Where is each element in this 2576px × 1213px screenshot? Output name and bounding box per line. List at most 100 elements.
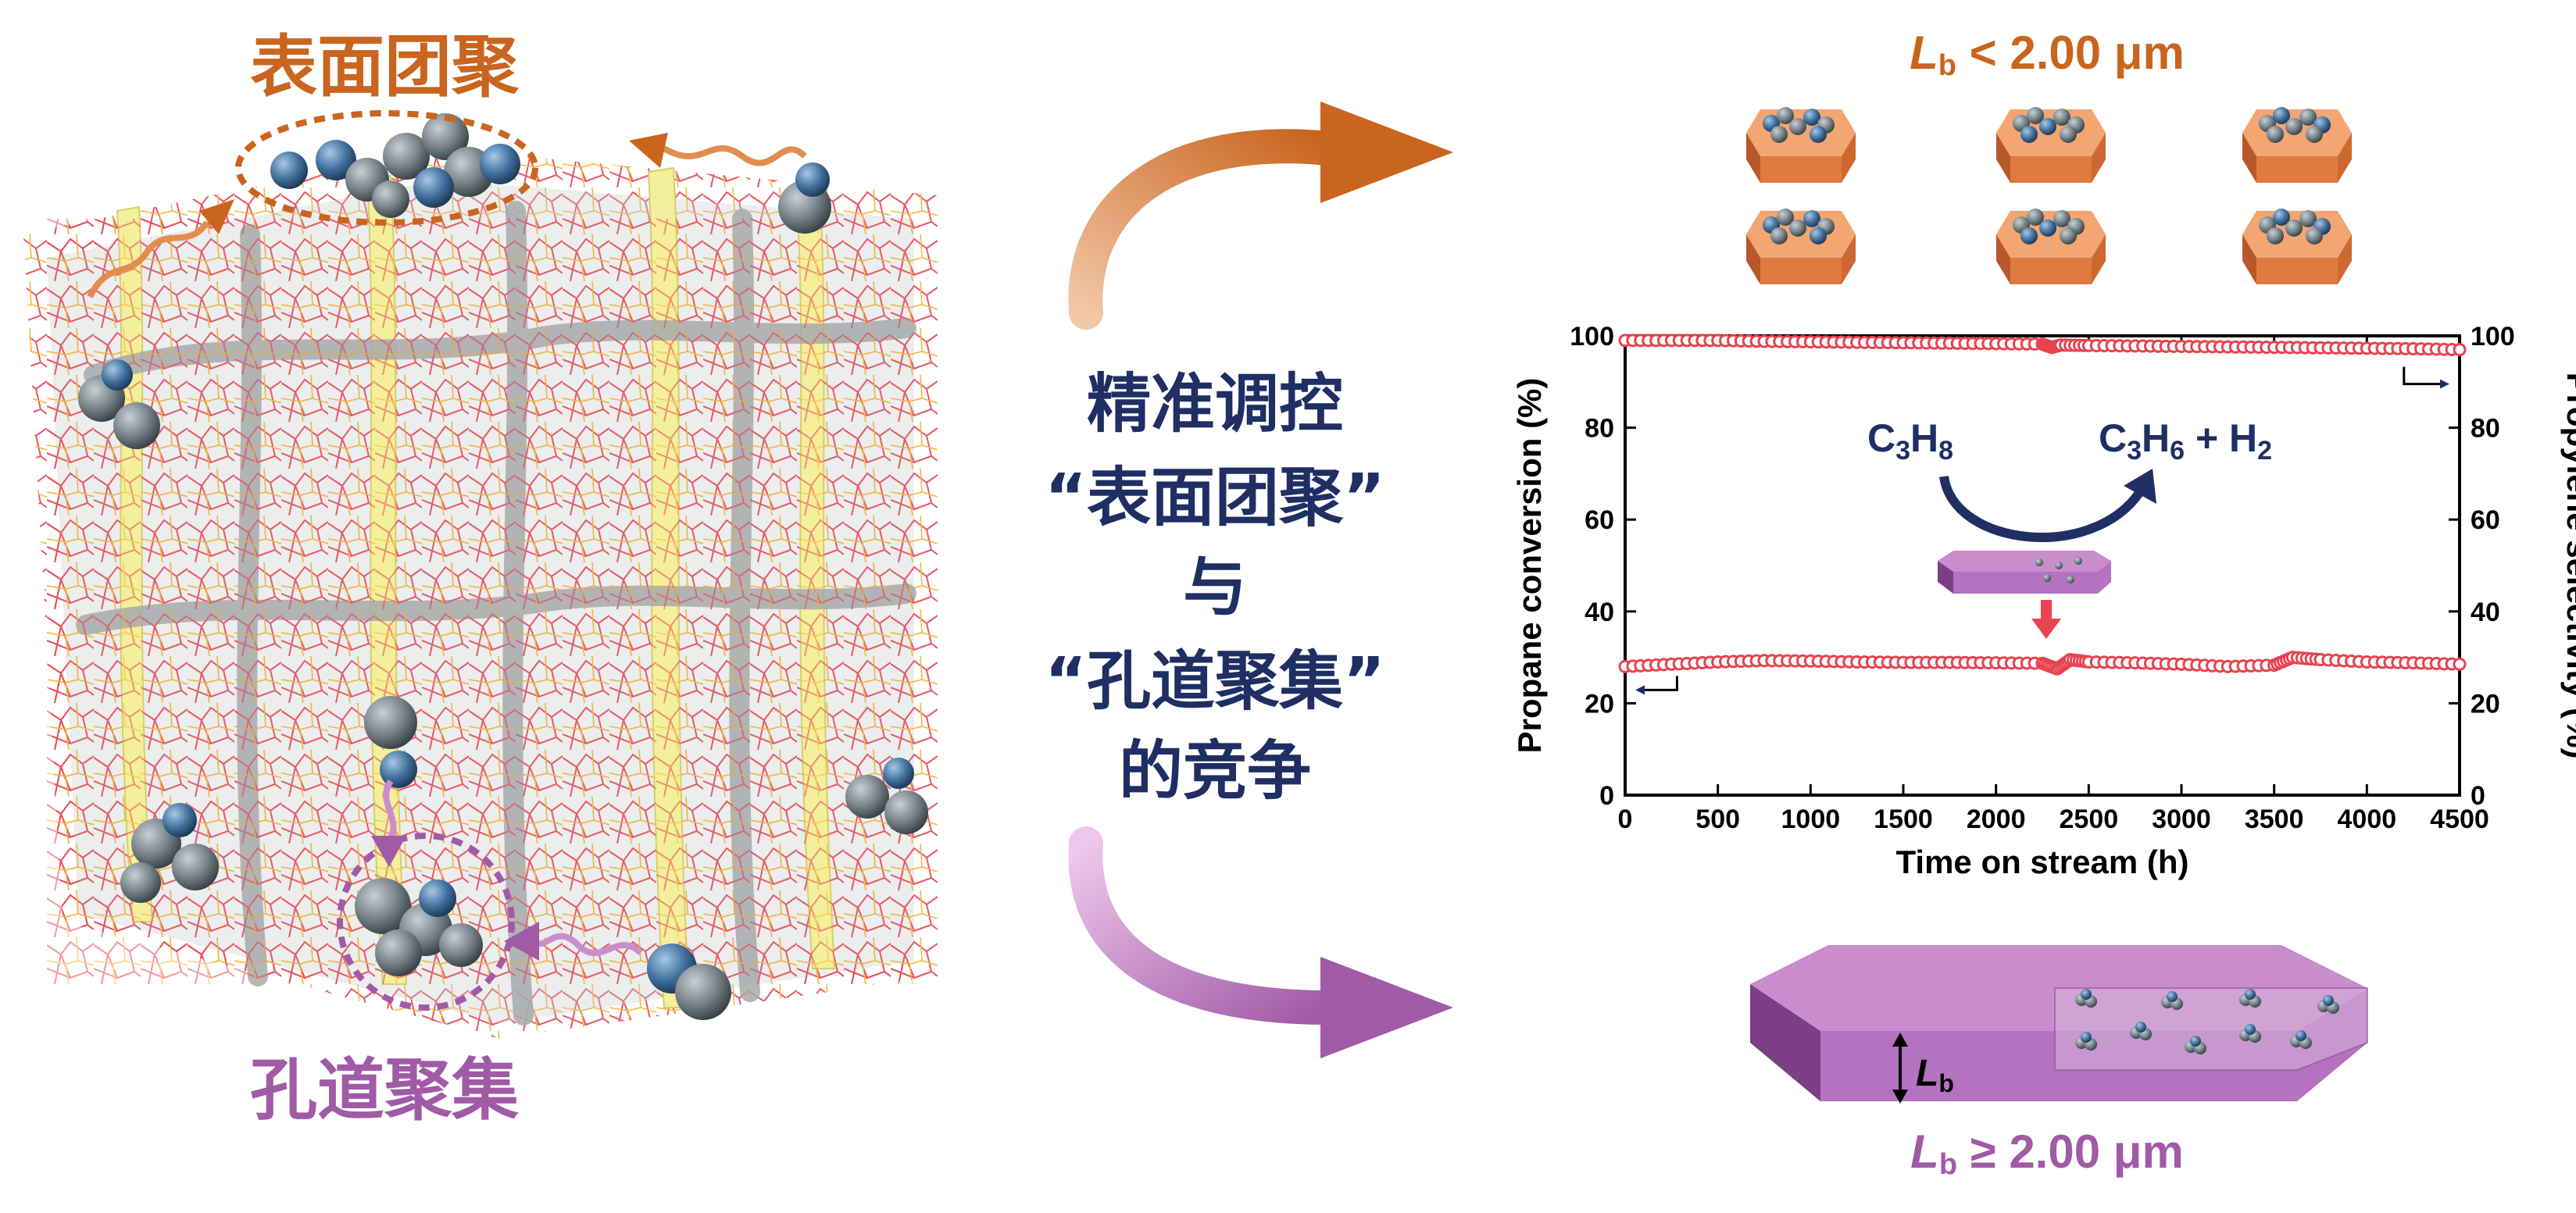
large-crystal-left-face bbox=[1750, 984, 1820, 1101]
center-line-5: 的竞争 bbox=[1119, 734, 1311, 808]
small-crystal-grid bbox=[1746, 107, 2352, 284]
inset-crystal bbox=[1938, 551, 2111, 594]
zeolite-framework-illustration bbox=[23, 110, 938, 1039]
large-crystal: Lb bbox=[1750, 945, 2368, 1104]
lower-left-cluster bbox=[120, 803, 219, 903]
center-line-4: “孔道聚集” bbox=[1045, 644, 1385, 719]
surface-cluster-atom bbox=[2020, 227, 2038, 244]
bottom-condition-label: Lb ≥ 2.00 μm bbox=[1910, 1126, 2184, 1181]
x-tick-label: 4000 bbox=[2338, 805, 2397, 834]
right-axis-indicator bbox=[2403, 366, 2450, 389]
formula-part: C bbox=[1867, 416, 1895, 460]
surface-cluster-atom bbox=[1789, 118, 1806, 135]
x-tick-label: 2500 bbox=[2060, 805, 2119, 834]
formula-part: H bbox=[2142, 416, 2170, 460]
channel-cluster-small bbox=[2317, 995, 2339, 1014]
surface-cluster-atom bbox=[2306, 227, 2323, 244]
x-tick-label: 4500 bbox=[2430, 805, 2489, 834]
surface-cluster-atom bbox=[2039, 118, 2056, 135]
small-crystal bbox=[2242, 107, 2352, 183]
orange-arrowhead-left bbox=[199, 199, 234, 234]
surface-cluster-atom bbox=[2273, 107, 2290, 124]
side-cluster-left bbox=[78, 359, 160, 449]
purple-wavy-arrow-left bbox=[529, 933, 643, 956]
formula-part: 2 bbox=[2257, 436, 2272, 466]
surface-cluster-atom bbox=[2267, 227, 2284, 244]
top-condition-sub: b bbox=[1938, 49, 1956, 82]
orange-arrowhead-right bbox=[629, 133, 668, 168]
lb-dimension-label: Lb bbox=[1916, 1053, 1954, 1097]
channel-cluster-small bbox=[2130, 1022, 2152, 1040]
reaction-arrowhead bbox=[2124, 469, 2156, 504]
curved-arrow-top bbox=[1068, 129, 1345, 330]
y-tick-label-left: 0 bbox=[1599, 781, 1614, 811]
orange-wavy-arrow-right bbox=[662, 145, 807, 166]
large-crystal-clusters bbox=[2075, 989, 2339, 1054]
surface-cluster-atom bbox=[2053, 210, 2070, 227]
x-tick-label: 0 bbox=[1618, 805, 1633, 834]
y-tick-label-right: 100 bbox=[2471, 322, 2515, 351]
orange-wavy-arrow-left bbox=[87, 220, 210, 298]
inset-down-arrow-shaft bbox=[2041, 600, 2052, 620]
surface-cluster-atom bbox=[2039, 219, 2056, 237]
formula-part: 8 bbox=[1938, 436, 1953, 466]
channel-aggregation-label: 孔道聚集 bbox=[250, 1051, 519, 1129]
formula-part: C bbox=[2099, 416, 2127, 460]
y-tick-label-left: 20 bbox=[1585, 689, 1614, 719]
surface-cluster-atom bbox=[2020, 126, 2038, 143]
migrating-atom-top-right bbox=[778, 162, 831, 234]
center-line-2: “表面团聚” bbox=[1045, 461, 1385, 535]
surface-cluster-atom bbox=[2273, 209, 2290, 226]
center-line-3: 与 bbox=[1183, 551, 1247, 625]
surface-cluster-atom bbox=[1770, 126, 1788, 143]
bottom-condition-var: L bbox=[1910, 1126, 1939, 1178]
data-point bbox=[2453, 657, 2467, 671]
reaction-arrow bbox=[1939, 475, 2145, 542]
y-tick-label-right: 20 bbox=[2471, 689, 2500, 719]
small-crystal bbox=[2242, 209, 2352, 284]
y-tick-label-left: 40 bbox=[1585, 598, 1614, 627]
channel-cluster-small bbox=[2075, 989, 2097, 1008]
surface-cluster-atom bbox=[2027, 209, 2044, 226]
surface-cluster-ring bbox=[235, 110, 538, 226]
surface-cluster-atom bbox=[1803, 210, 1820, 227]
bottom-condition-rest: ≥ 2.00 μm bbox=[1957, 1126, 2184, 1178]
top-condition-rest: < 2.00 μm bbox=[1956, 27, 2185, 79]
series-right bbox=[1618, 334, 2467, 357]
surface-cluster-atom bbox=[1789, 219, 1806, 237]
x-tick-label: 500 bbox=[1695, 805, 1740, 834]
formula-part: 3 bbox=[2127, 436, 2142, 466]
migrating-atom-bottom-right bbox=[647, 944, 731, 1020]
bottom-condition-sub: b bbox=[1939, 1148, 1957, 1181]
surface-cluster-atom bbox=[1803, 109, 1820, 126]
x-tick-label: 1500 bbox=[1874, 805, 1933, 834]
series-left bbox=[1618, 651, 2467, 676]
small-crystal bbox=[1746, 107, 1856, 183]
purple-arrowhead-down bbox=[371, 836, 406, 867]
x-axis-title: Time on stream (h) bbox=[1896, 844, 2189, 880]
channel-cluster-small bbox=[2239, 989, 2261, 1008]
center-statement: 精准调控 “表面团聚” 与 “孔道聚集” 的竞争 bbox=[1045, 367, 1385, 808]
surface-aggregation-label: 表面团聚 bbox=[250, 28, 520, 106]
channel-cluster-small bbox=[2161, 991, 2183, 1010]
formula-part: H bbox=[1910, 416, 1938, 460]
lb-dim-sub: b bbox=[1938, 1069, 1954, 1097]
surface-cluster-atom bbox=[2053, 109, 2070, 126]
x-tick-label: 1000 bbox=[1781, 805, 1841, 834]
formula-part: 3 bbox=[1895, 436, 1910, 466]
top-condition-label: Lb < 2.00 μm bbox=[1910, 27, 2185, 82]
y-tick-label-left: 100 bbox=[1570, 322, 1614, 351]
surface-cluster-atom bbox=[2299, 109, 2317, 126]
surface-cluster-atom bbox=[2285, 219, 2303, 237]
surface-cluster-atom bbox=[2306, 126, 2323, 143]
surface-cluster-atom bbox=[1770, 227, 1788, 244]
formula-part: 6 bbox=[2170, 436, 2185, 466]
surface-cluster-atom bbox=[2267, 126, 2284, 143]
curved-arrow-top-head bbox=[1320, 102, 1453, 203]
channel-cluster bbox=[355, 696, 483, 976]
y-axis-title-right: Propylene selectivity (%) bbox=[2560, 373, 2576, 759]
product-formula: C3H6 + H2 bbox=[2099, 416, 2272, 466]
curved-arrow-bottom-head bbox=[1320, 957, 1453, 1058]
